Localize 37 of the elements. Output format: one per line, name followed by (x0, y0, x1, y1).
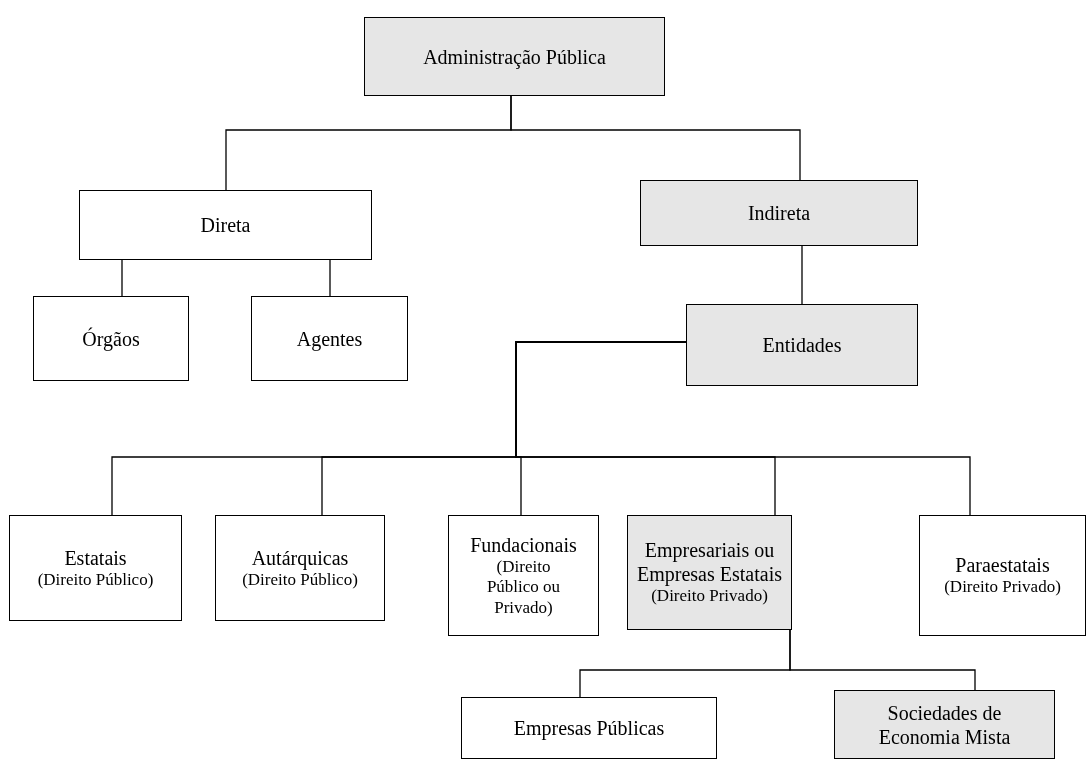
box-title: Empresariais ou Empresas Estatais (636, 538, 783, 587)
org-box (79, 190, 372, 260)
org-box (251, 296, 408, 381)
connector-line (789, 629, 976, 691)
org-box (834, 690, 1055, 759)
box-subtitle: (Direito Público ou Privado) (485, 556, 562, 619)
org-box (215, 515, 385, 621)
box-title: Estatais (64, 545, 127, 570)
box-subtitle: (Direito Público) (37, 569, 154, 591)
box-title: Indireta (747, 201, 811, 225)
org-box (9, 515, 182, 621)
box-title: Empresas Públicas (513, 716, 665, 740)
connector-line (329, 259, 331, 297)
org-box (33, 296, 189, 381)
box-subtitle: (Direito Público) (242, 569, 358, 591)
box-title: Direta (200, 213, 251, 237)
box-subtitle: (Direito Privado) (651, 586, 768, 607)
org-box (919, 515, 1086, 636)
box-subtitle: (Direito Privado) (944, 577, 1061, 598)
box-title: Entidades (762, 333, 842, 357)
box-title: Paraestatais (955, 553, 1050, 578)
connector-line (801, 245, 803, 305)
org-box (627, 515, 792, 630)
box-title: Órgãos (82, 326, 140, 351)
org-box (640, 180, 918, 246)
org-box (448, 515, 599, 636)
connector-line (515, 341, 971, 516)
org-box (364, 17, 665, 96)
box-title: Administração Pública (423, 44, 606, 69)
org-box (461, 697, 717, 759)
box-title: Sociedades de Economia Mista (877, 700, 1012, 749)
box-title: Autárquicas (251, 545, 349, 570)
connector-line (510, 95, 801, 181)
org-box (686, 304, 918, 386)
connector-line (121, 259, 123, 297)
box-title: Agentes (296, 326, 363, 351)
box-title: Fundacionais (470, 532, 577, 557)
